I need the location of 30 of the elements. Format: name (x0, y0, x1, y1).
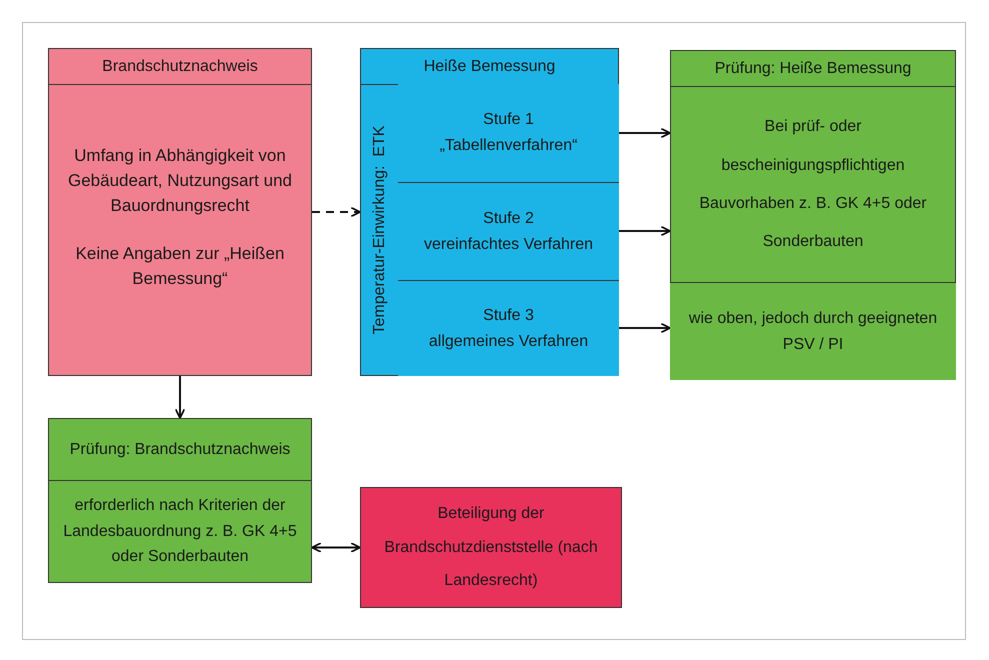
box-heading: Brandschutznachweis (49, 49, 311, 85)
box-text: Keine Angaben zur „Heißen Bemessung“ (74, 243, 286, 290)
process-box (670, 50, 956, 380)
process-box (670, 282, 956, 380)
box-heading: Prüfung: Heiße Bemessung (671, 51, 955, 87)
arrow (619, 128, 671, 138)
box-text: allgemeines Verfahren (428, 332, 588, 352)
arrow (311, 542, 361, 553)
process-box (360, 48, 619, 376)
process-box (48, 418, 312, 583)
arrow (312, 206, 361, 218)
process-box (360, 487, 622, 608)
arrow (619, 322, 671, 334)
box-text: Umfang in Abhängigkeit von Gebäudeart, Nutzungsart und Bauordnungsrecht (67, 145, 293, 217)
box-text: Stufe 2 (483, 208, 534, 229)
box-text: Beteiligung der Brandschutzdienststelle (nach Landesrecht) (383, 504, 599, 592)
box-text: erforderlich nach Kriterien der Landesbauordnung z. B. GK 4+5 oder Sonderbauten (62, 496, 298, 568)
box-text: Stufe 3 (483, 306, 534, 326)
process-box (398, 182, 619, 280)
arrow (174, 376, 186, 419)
process-box (48, 48, 312, 376)
box-heading: Prüfung: Brandschutznachweis (49, 419, 311, 481)
box-text: vereinfachtes Verfahren (424, 234, 593, 254)
box-text: Stufe 1 (483, 110, 534, 130)
arrow (619, 226, 671, 236)
rotated-label: Temperatur-Einwirkung: ETK (370, 126, 388, 334)
box-text: Bei prüf- oder bescheinigungspflichtigen Bauvorhaben z. B. GK 4+5 oder Sonderbauten (698, 117, 928, 252)
box-text: „Tabellenverfahren“ (440, 136, 578, 156)
box-text: wie oben, jedoch durch geeigneten PSV / PI (688, 308, 938, 354)
process-box (398, 280, 619, 376)
